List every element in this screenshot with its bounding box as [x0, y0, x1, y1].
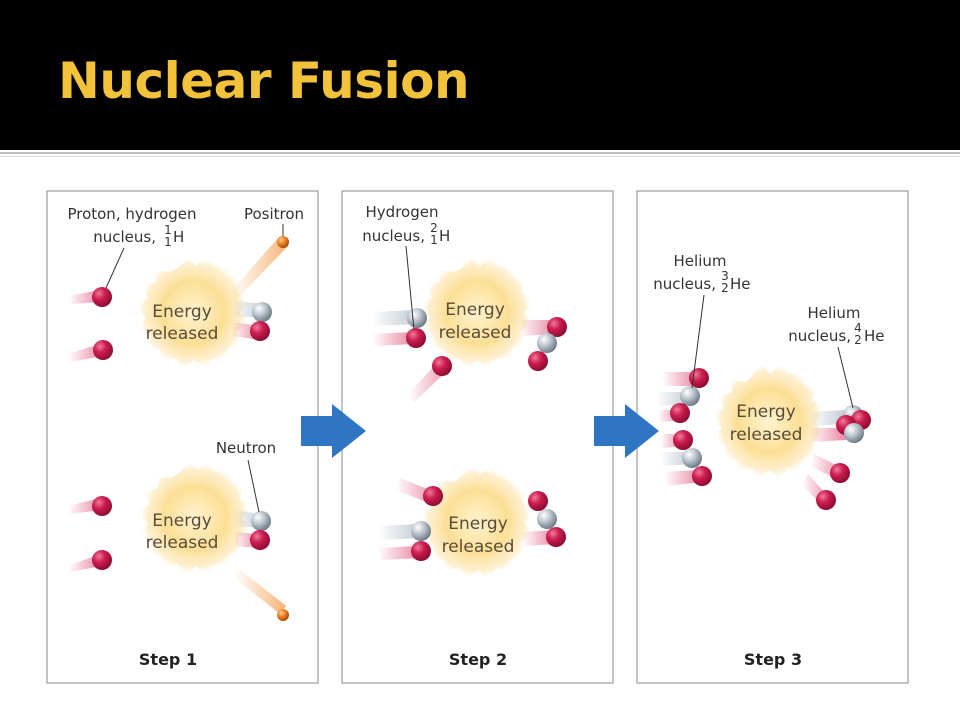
hydrogen-symbol: H [439, 227, 450, 245]
proton-particle [830, 463, 850, 483]
energy-label-line1: Energy [736, 402, 796, 422]
energy-label-line2: released [439, 323, 512, 343]
he3-symbol: He [730, 275, 751, 293]
step1-reaction-top: Energy released [68, 236, 289, 370]
energy-burst [712, 362, 826, 480]
he3-label-line2: nucleus, [653, 275, 716, 293]
he4-trail [810, 428, 846, 442]
proton-particle [432, 356, 452, 376]
neutron-particle [407, 308, 427, 328]
he4-label-line2: nucleus, [788, 327, 851, 345]
step3-reaction: Energy released [656, 362, 871, 510]
neutron-particle [537, 509, 557, 529]
proton-atomic-number: 1 [164, 235, 172, 249]
proton-label-line2: nucleus, [93, 228, 156, 246]
hydrogen-mass-number: 2 [430, 221, 438, 235]
proton-particle [250, 321, 270, 341]
proton-leader-line [105, 247, 125, 289]
neutron-particle [537, 333, 557, 353]
hydrogen-atomic-number: 1 [430, 233, 438, 247]
he3-mass-number: 3 [721, 269, 729, 283]
neutron-particle [251, 511, 271, 531]
energy-label-line1: Energy [152, 302, 212, 322]
deuterium-trail [372, 310, 416, 326]
neutron-label: Neutron [216, 439, 276, 457]
deuterium-trail [378, 546, 420, 560]
energy-label-line1: Energy [152, 511, 212, 531]
proton-particle [92, 496, 112, 516]
step2-reaction-bottom: Energy released [378, 464, 566, 580]
energy-burst [138, 460, 252, 576]
positron-label: Positron [244, 205, 304, 223]
proton-particle [250, 530, 270, 550]
arrow-step2-to-step3 [594, 404, 659, 458]
energy-label-line2: released [730, 425, 803, 445]
neutron-particle [252, 302, 272, 322]
neutron-particle [844, 423, 864, 443]
positron-trail [230, 236, 288, 300]
neutron-particle [682, 448, 702, 468]
proton-particle [406, 328, 426, 348]
positron-trail [232, 568, 286, 614]
proton-mass-number: 1 [164, 223, 172, 237]
slide-title: Nuclear Fusion [58, 52, 470, 110]
step1-reaction-bottom: Energy released [68, 460, 289, 621]
proton-particle [528, 351, 548, 371]
neutron-particle [411, 521, 431, 541]
energy-burst [136, 255, 250, 370]
deuterium-trail [378, 524, 420, 540]
he4-symbol: He [864, 327, 885, 345]
neutron-leader-line [247, 459, 260, 513]
hydrogen-leader-line [405, 245, 415, 331]
proton-particle [411, 541, 431, 561]
deuterium-trail [372, 332, 414, 346]
he3-atomic-number: 2 [721, 281, 729, 295]
neutron-particle [680, 386, 700, 406]
proton-particle [93, 340, 113, 360]
hydrogen-label-line1: Hydrogen [366, 203, 439, 221]
step1-label: Step 1 [139, 650, 197, 669]
energy-label-line2: released [442, 537, 515, 557]
proton-particle [423, 486, 443, 506]
he4-label-line1: Helium [808, 304, 861, 322]
proton-particle [92, 287, 112, 307]
he3-leader-line [691, 294, 705, 389]
energy-label-line1: Energy [445, 300, 505, 320]
he4-leader-line [837, 346, 854, 409]
he4-mass-number: 4 [854, 321, 862, 335]
title-divider-thin [0, 156, 960, 157]
hydrogen-label-line2: nucleus, [362, 227, 425, 245]
proton-trail [520, 320, 556, 336]
energy-label-line1: Energy [448, 514, 508, 534]
proton-particle [546, 527, 566, 547]
proton-particle [528, 491, 548, 511]
title-bar [0, 0, 960, 150]
proton-symbol: H [173, 228, 184, 246]
title-divider [0, 152, 960, 154]
positron-particle [277, 609, 289, 621]
energy-burst [420, 255, 534, 370]
step3-label: Step 3 [744, 650, 802, 669]
proton-particle [92, 550, 112, 570]
he4-atomic-number: 2 [854, 333, 862, 347]
proton-label-line1: Proton, hydrogen [67, 205, 196, 223]
arrow-step1-to-step2 [301, 404, 366, 458]
energy-label-line2: released [146, 324, 219, 344]
step2-label: Step 2 [449, 650, 507, 669]
proton-particle [816, 490, 836, 510]
proton-particle [670, 403, 690, 423]
he3-trail [662, 372, 698, 386]
he3-label-line1: Helium [674, 252, 727, 270]
energy-burst [420, 464, 534, 580]
proton-trail [396, 478, 430, 502]
proton-particle [547, 317, 567, 337]
step2-reaction-top: Energy released [372, 255, 567, 402]
proton-particle [692, 466, 712, 486]
positron-particle [277, 236, 289, 248]
proton-particle [673, 430, 693, 450]
energy-label-line2: released [146, 533, 219, 553]
